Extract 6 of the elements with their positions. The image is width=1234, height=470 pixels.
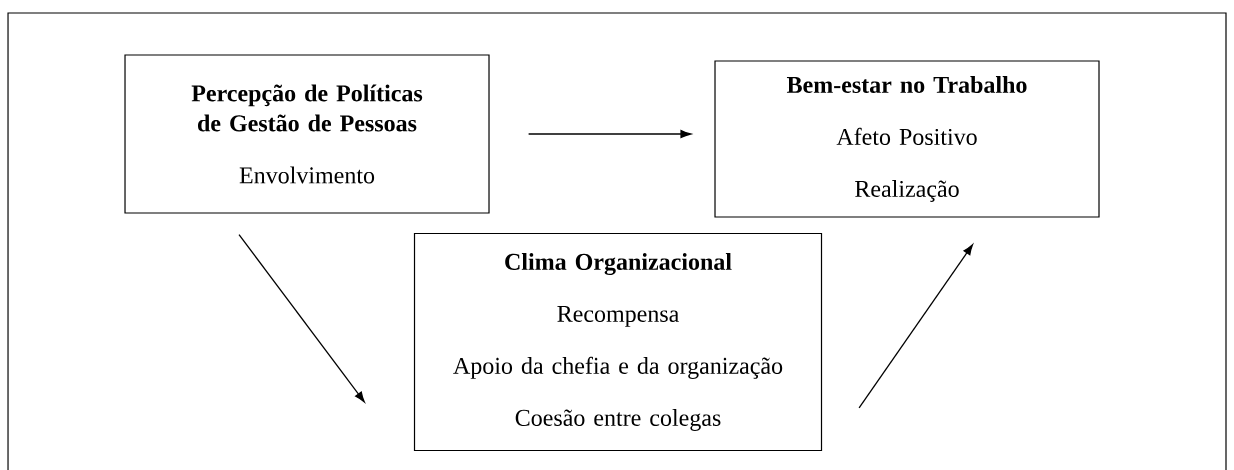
arrow	[238, 233, 365, 403]
concept-box: Clima Organizacional Recompensa Apoio da chefia e da organização Coesão entre colegas	[413, 232, 823, 452]
arrow	[858, 244, 973, 409]
concept-box: Bem-estar no Trabalho Afeto Positivo Realização	[714, 60, 1100, 218]
concept-box: Percepção de Políticas de Gestão de Pessoas Envolvimento	[124, 54, 490, 214]
arrow	[527, 129, 692, 139]
